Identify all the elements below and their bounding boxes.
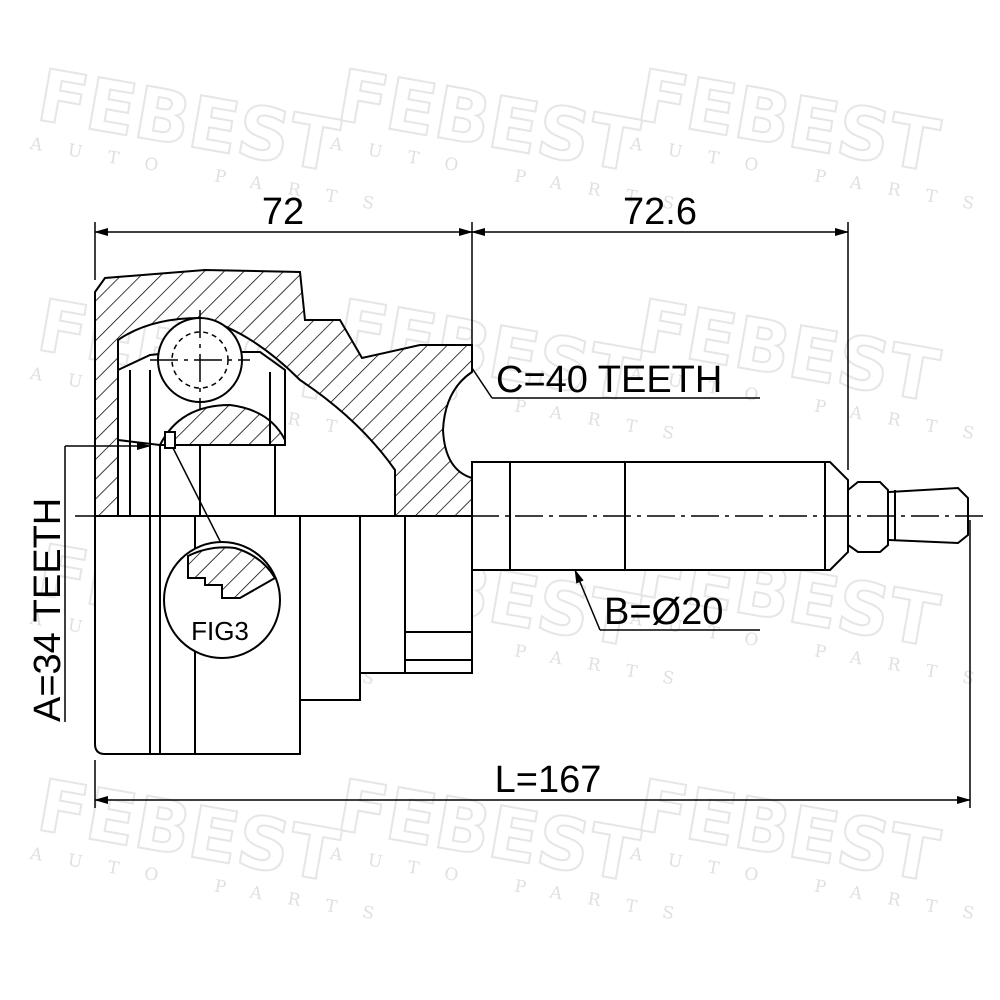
label-inner-teeth: A=34 TEETH — [27, 498, 69, 722]
dimension-total-length: L=167 — [94, 759, 971, 804]
leader-shaft-diameter: B=Ø20 — [574, 569, 760, 633]
dimension-label-shaft-length: 72.6 — [623, 191, 697, 233]
label-abs-teeth: C=40 TEETH — [496, 359, 722, 401]
spline-tooth-marker — [164, 431, 176, 449]
label-shaft-diameter: B=Ø20 — [604, 591, 723, 633]
leader-abs-teeth: C=40 TEETH — [471, 359, 760, 401]
dimension-72: 72 — [94, 191, 473, 236]
ball-bearing — [150, 310, 250, 410]
label-fig3: FIG3 — [191, 616, 249, 646]
leader-inner-teeth: A=34 TEETH — [27, 442, 151, 722]
housing-lower-half — [94, 515, 473, 755]
fig3-detail: FIG3 — [163, 447, 281, 659]
dimension-label-total-length: L=167 — [495, 759, 602, 801]
watermark: FEBEST AUTO PARTS — [628, 762, 1000, 929]
dimension-label-outer-length: 72 — [262, 191, 304, 233]
dimension-72-6: 72.6 — [471, 191, 849, 236]
